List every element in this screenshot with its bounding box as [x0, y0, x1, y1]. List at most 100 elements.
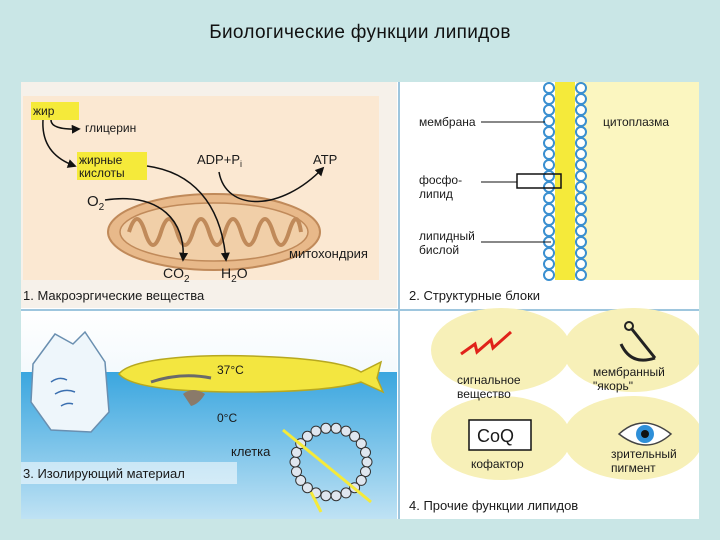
phospholipid-head: [575, 148, 587, 160]
visual-pigment-label-2: пигмент: [611, 461, 656, 475]
phospholipid-head: [543, 181, 555, 193]
phospholipid-head: [575, 258, 587, 270]
phospholipid-head: [543, 159, 555, 171]
phospholipid-label-2: липид: [419, 187, 453, 201]
phospholipid-head: [543, 82, 555, 94]
visual-pigment-label-1: зрительный: [611, 447, 677, 461]
cell-membrane-bead: [355, 474, 367, 486]
phospholipid-head: [575, 269, 587, 281]
panel4-caption: 4. Прочие функции липидов: [409, 498, 578, 513]
anchor-label-2: "якорь": [593, 379, 633, 393]
cell-membrane-bead: [301, 430, 313, 442]
phospholipid-head: [575, 93, 587, 105]
signal-label-2: вещество: [457, 387, 511, 401]
phospholipid-head: [543, 203, 555, 215]
phospholipid-head: [575, 225, 587, 237]
h2o-label: H2O: [221, 265, 248, 285]
cell-membrane-bead: [340, 487, 352, 499]
phospholipid-head: [543, 170, 555, 182]
water-temperature-label: 0°C: [217, 411, 237, 425]
fatty-acids-label-2: кислоты: [79, 166, 125, 180]
phospholipid-head: [543, 192, 555, 204]
phospholipid-head: [575, 137, 587, 149]
phospholipid-head: [575, 126, 587, 138]
cell-membrane-bead: [295, 474, 307, 486]
phospholipid-head: [543, 247, 555, 259]
cofactor-label: кофактор: [471, 457, 524, 471]
cell-membrane-bead: [361, 456, 373, 468]
phospholipid-label-1: фосфо-: [419, 173, 462, 187]
panel3-caption: 3. Изолирующий материал: [23, 466, 185, 481]
cell-membrane-bead: [360, 466, 371, 478]
glycerol-label: глицерин: [85, 121, 136, 135]
coq-label: CoQ: [477, 426, 514, 446]
membrane-label: мембрана: [419, 115, 476, 129]
lipid-functions-figure: жир глицерин жирные кислоты ADP+Pi ATP O…: [21, 82, 699, 519]
cell-membrane-bead: [340, 425, 352, 437]
cell-membrane-bead: [330, 490, 342, 502]
phospholipid-head: [575, 247, 587, 259]
phospholipid-head: [575, 192, 587, 204]
phospholipid-head: [575, 82, 587, 94]
phospholipid-head: [575, 115, 587, 127]
iceberg-icon: [30, 330, 110, 433]
cell-membrane-bead: [310, 425, 322, 437]
coq-box: [468, 419, 532, 451]
adp-label: ADP+Pi: [197, 152, 242, 169]
mitochondrion-label: митохондрия: [289, 246, 368, 261]
cell-membrane-bead: [330, 422, 342, 434]
panel-energy-storage: жир глицерин жирные кислоты ADP+Pi ATP O…: [21, 82, 397, 308]
phospholipid-head: [543, 115, 555, 127]
phospholipid-head: [575, 159, 587, 171]
cell-membrane-bead: [291, 446, 302, 458]
seal-icon: [183, 390, 205, 406]
lipid-bilayer: [543, 82, 587, 281]
cell-membrane-bead: [320, 490, 332, 502]
phospholipid-head: [543, 225, 555, 237]
phospholipid-head: [543, 148, 555, 160]
panel1-caption: 1. Макроэргические вещества: [23, 288, 205, 303]
phospholipid-head: [575, 203, 587, 215]
fat-label: жир: [33, 104, 55, 118]
cell-membrane-bead: [320, 422, 332, 434]
cell-membrane-bead: [291, 466, 302, 478]
phospholipid-head: [543, 126, 555, 138]
fatty-acids-highlight: [77, 152, 147, 180]
cytoplasm-area: [576, 82, 699, 280]
cell-membrane-bead: [301, 482, 313, 494]
phospholipid-head: [543, 93, 555, 105]
cell-label: клетка: [231, 444, 271, 459]
anchor-label-1: мембранный: [593, 365, 665, 379]
phospholipid-head: [575, 214, 587, 226]
phospholipid-head: [543, 104, 555, 116]
panel-other-functions: сигнальное вещество мембранный "якорь" C…: [401, 308, 699, 519]
bilayer-label-1: липидный: [419, 229, 475, 243]
phospholipid-head: [575, 104, 587, 116]
cytoplasm-label: цитоплазма: [603, 115, 669, 129]
atp-label: ATP: [313, 152, 337, 167]
phospholipid-head: [575, 236, 587, 248]
panel-structural-blocks: мембрана цитоплазма фосфо- липид липидны…: [401, 82, 699, 308]
phospholipid-head: [543, 214, 555, 226]
eye-icon: [617, 422, 673, 446]
phospholipid-head: [575, 181, 587, 193]
phospholipid-head: [543, 137, 555, 149]
phospholipid-head: [575, 170, 587, 182]
mitochondrion-icon: [107, 193, 321, 271]
cell-membrane-bead: [289, 456, 301, 468]
co2-label: CO2: [163, 265, 190, 285]
cell-membrane-bead: [349, 430, 361, 442]
fat-highlight: [31, 102, 79, 120]
cell-membrane-bead: [360, 446, 371, 458]
phospholipid-head: [543, 269, 555, 281]
phospholipid-highlight-box: [516, 173, 562, 189]
bilayer-label-2: бислой: [419, 243, 459, 257]
body-temperature-label: 37°C: [217, 363, 244, 377]
phospholipid-head: [543, 258, 555, 270]
cell-membrane-bead: [355, 438, 367, 450]
signal-lightning-icon: [460, 330, 512, 356]
panel-insulation: 37°C 0°C клетка 3. Изолирующий материал: [21, 312, 397, 519]
anchor-icon: [619, 321, 657, 362]
slide-title: Биологические функции липидов: [209, 22, 511, 43]
signal-label-1: сигнальное: [457, 373, 521, 387]
